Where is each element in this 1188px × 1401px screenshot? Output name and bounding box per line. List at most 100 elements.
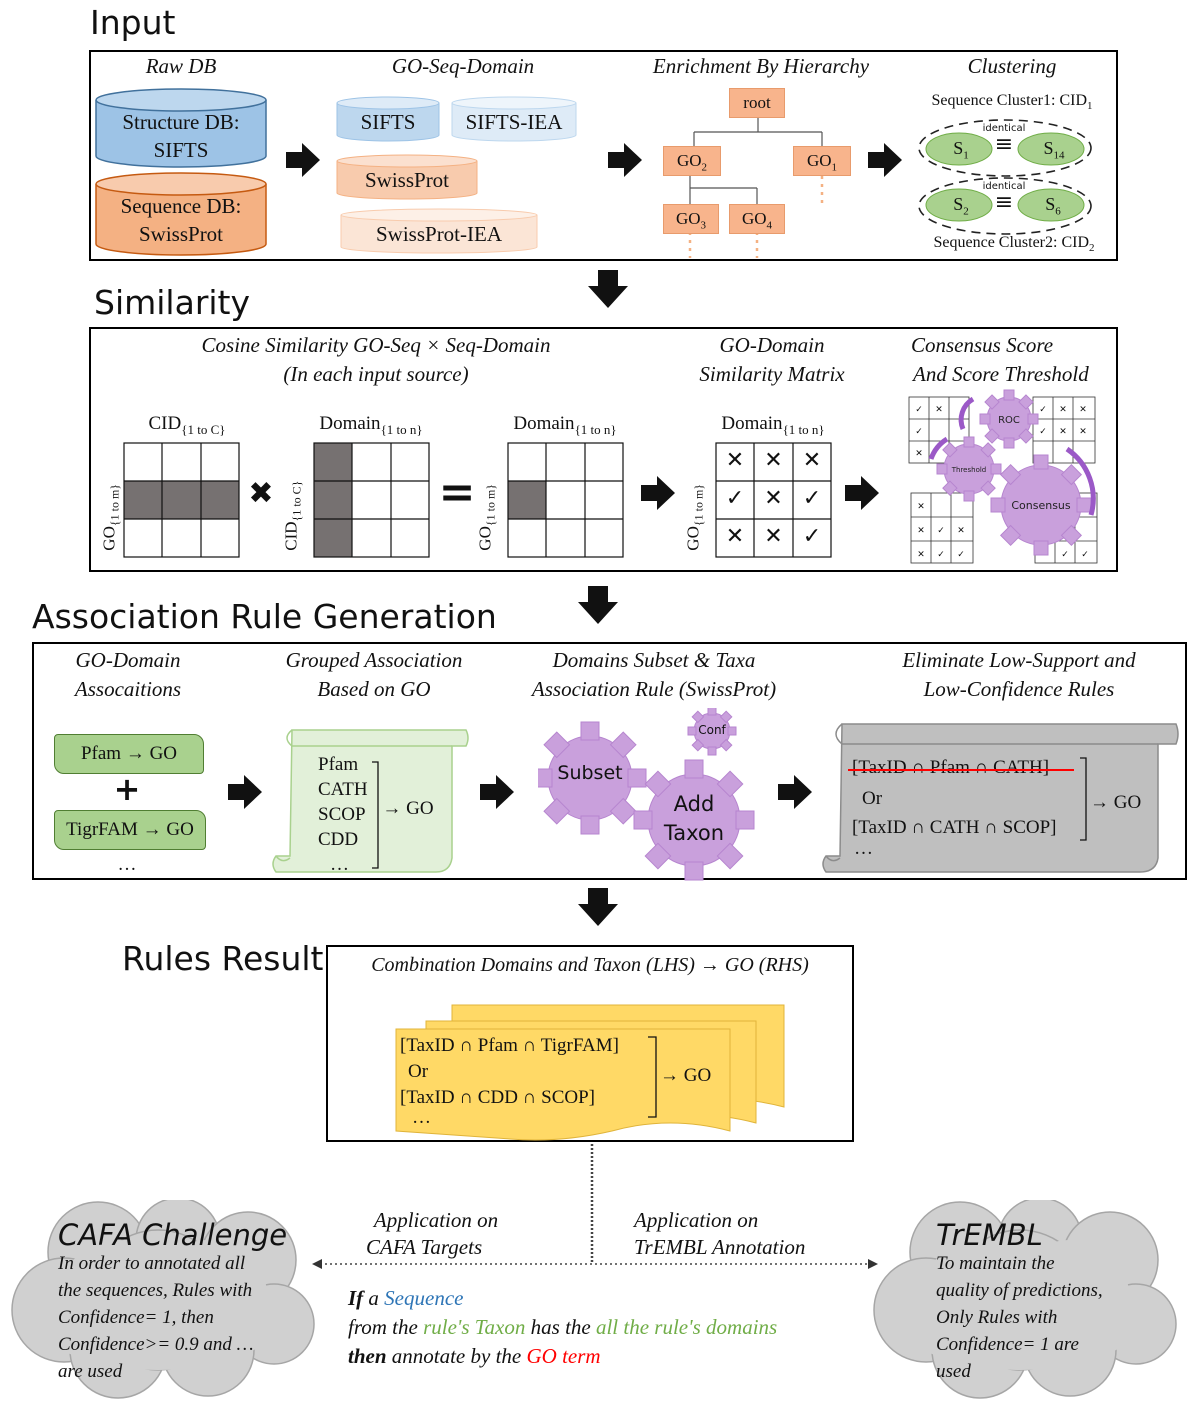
assoc-col3-line1: Domains Subset & Taxa <box>552 648 756 672</box>
matrix-header-line2: Similarity Matrix <box>699 362 845 386</box>
sequence-cluster2 <box>918 177 1092 235</box>
go-axis-label: GO{1 to m} <box>683 483 706 551</box>
cosine-header-line1: Cosine Similarity GO-Seq × Seq-Domain <box>201 333 551 357</box>
rules-result-panel: Combination Domains and Taxon (LHS) → GO… <box>326 945 854 1142</box>
svg-text:✕: ✕ <box>917 526 925 536</box>
s6-label: S6 <box>1045 194 1061 218</box>
result-target: → GO <box>660 1065 712 1086</box>
svg-text:✕: ✕ <box>935 405 943 415</box>
multiply-icon: ✖ <box>248 476 274 511</box>
cid-domain-matrix <box>313 442 430 558</box>
eliminate-rules-scroll <box>822 723 1179 873</box>
cluster2-label: Sequence Cluster2: CID2 <box>933 234 1095 255</box>
trembl-cloud <box>873 1200 1177 1399</box>
result-rule1: [TaxID ∩ Pfam ∩ TigrFAM] <box>400 1035 619 1056</box>
down-arrow-icon <box>588 270 628 308</box>
trembl-title: TrEMBL <box>936 1218 1043 1252</box>
right-arrow-icon <box>845 476 879 510</box>
s2-label: S2 <box>953 194 969 218</box>
go4-node: GO4 <box>729 204 785 234</box>
go-axis-label: GO{1 to m} <box>475 483 498 551</box>
right-arrow-icon <box>641 476 675 510</box>
svg-text:✕: ✕ <box>917 502 925 512</box>
similarity-matrix: ✕ ✕ ✕ ✓ ✕ ✓ ✕ ✕ ✓ <box>715 442 832 558</box>
matrix-cell: ✓ <box>725 486 745 511</box>
svg-text:✓: ✓ <box>1039 427 1047 437</box>
cafa-title: CAFA Challenge <box>58 1218 288 1252</box>
tigrfam-go-scroll: TigrFAM → GO <box>54 810 206 850</box>
assoc-col1-line1: GO-Domain <box>75 648 181 672</box>
cafa-cloud <box>11 1200 315 1399</box>
ellipsis: … <box>117 854 137 875</box>
go-seq-domain-header: GO-Seq-Domain <box>391 54 535 78</box>
grouped-item-cdd: CDD <box>318 829 359 850</box>
matrix-cell: ✓ <box>802 524 822 549</box>
grouped-items: Pfam CATH SCOP CDD … <box>318 752 398 877</box>
application-left-line2: CAFA Targets <box>366 1235 483 1259</box>
svg-text:✓: ✓ <box>937 550 945 560</box>
sifts-iea-cylinder: SIFTS-IEA <box>451 96 577 142</box>
application-connectors <box>312 1144 878 1269</box>
domain-label: Domain{1 to n} <box>319 413 423 437</box>
grouped-item-cath: CATH <box>318 779 368 800</box>
assoc-col1-line2: Assocaitions <box>74 677 182 701</box>
equivalence-icon: ≡ <box>994 132 1014 157</box>
matrix-cell: ✕ <box>802 448 822 473</box>
grouped-item-pfam: Pfam <box>318 754 359 775</box>
matrix-cell: ✓ <box>802 486 822 511</box>
section-title-input: Input <box>90 3 176 42</box>
plus-icon: + <box>113 770 141 808</box>
svg-text:✓: ✓ <box>1081 550 1089 560</box>
raw-db-header: Raw DB <box>145 54 217 78</box>
svg-text:✓: ✓ <box>1039 405 1047 415</box>
structure-db-cylinder: Structure DB: SIFTS <box>95 88 267 168</box>
equivalence-icon: ≡ <box>994 190 1014 215</box>
cafa-body: In order to annotated all the sequences,… <box>58 1253 254 1382</box>
assoc-col2-line2: Based on GO <box>317 677 431 701</box>
section-title-similarity: Similarity <box>94 283 251 322</box>
swissprot-iea-cylinder: SwissProt-IEA <box>340 208 538 254</box>
svg-text:✕: ✕ <box>1079 405 1087 415</box>
swissprot-cylinder: SwissProt <box>336 154 478 200</box>
identical-label: identical <box>982 181 1026 192</box>
svg-text:Threshold: Threshold <box>951 466 987 474</box>
application-left-line1: Application on <box>373 1208 499 1232</box>
go-cid-matrix <box>123 442 240 558</box>
s1-label: S1 <box>953 138 969 162</box>
cid-axis-label: CID{1 to C} <box>281 480 304 551</box>
cluster1-label: Sequence Cluster1: CID1 <box>931 92 1093 113</box>
go2-node: GO2 <box>663 146 721 176</box>
go1-node: GO1 <box>793 146 851 176</box>
association-panel: GO-Domain Assocaitions Grouped Associati… <box>32 642 1187 881</box>
rules-result-header: Combination Domains and Taxon (LHS) → GO… <box>371 954 809 976</box>
application-right-line1: Application on <box>634 1208 759 1232</box>
right-arrow-icon <box>480 775 514 809</box>
assoc-col4-line1: Eliminate Low-Support and <box>902 648 1136 672</box>
assoc-col2-line1: Grouped Association <box>285 648 463 672</box>
grouped-item-scop: SCOP <box>318 804 366 825</box>
consensus-header-line1: Consensus Score <box>911 333 1054 357</box>
rule-target: → GO <box>1090 792 1142 813</box>
result-or: Or <box>408 1061 429 1082</box>
svg-text:✓: ✓ <box>915 405 923 415</box>
clustering-header: Clustering <box>967 54 1057 78</box>
right-arrow-icon <box>778 775 812 809</box>
down-arrow-icon <box>578 888 618 926</box>
go-hierarchy-lines <box>688 116 824 258</box>
similarity-panel: Cosine Similarity GO-Seq × Seq-Domain (I… <box>89 327 1118 572</box>
right-arrow-icon <box>228 775 262 809</box>
sequence-db-cylinder: Sequence DB: SwissProt <box>95 172 267 256</box>
svg-text:✓: ✓ <box>915 427 923 437</box>
go-axis-label: GO{1 to m} <box>99 483 122 551</box>
grouped-target: → GO <box>382 798 434 819</box>
sifts-cylinder: SIFTS <box>336 96 440 142</box>
svg-text:✓: ✓ <box>1061 550 1069 560</box>
go-domain-result-matrix <box>507 442 624 558</box>
svg-text:✕: ✕ <box>917 550 925 560</box>
assoc-col3-line2: Association Rule (SwissProt) <box>531 677 777 701</box>
svg-text:✓: ✓ <box>957 550 965 560</box>
svg-text:✕: ✕ <box>915 449 923 459</box>
trembl-body: To maintain the quality of predictions, … <box>936 1253 1103 1382</box>
domain-label: Domain{1 to n} <box>721 413 825 437</box>
svg-text:✕: ✕ <box>1079 427 1087 437</box>
